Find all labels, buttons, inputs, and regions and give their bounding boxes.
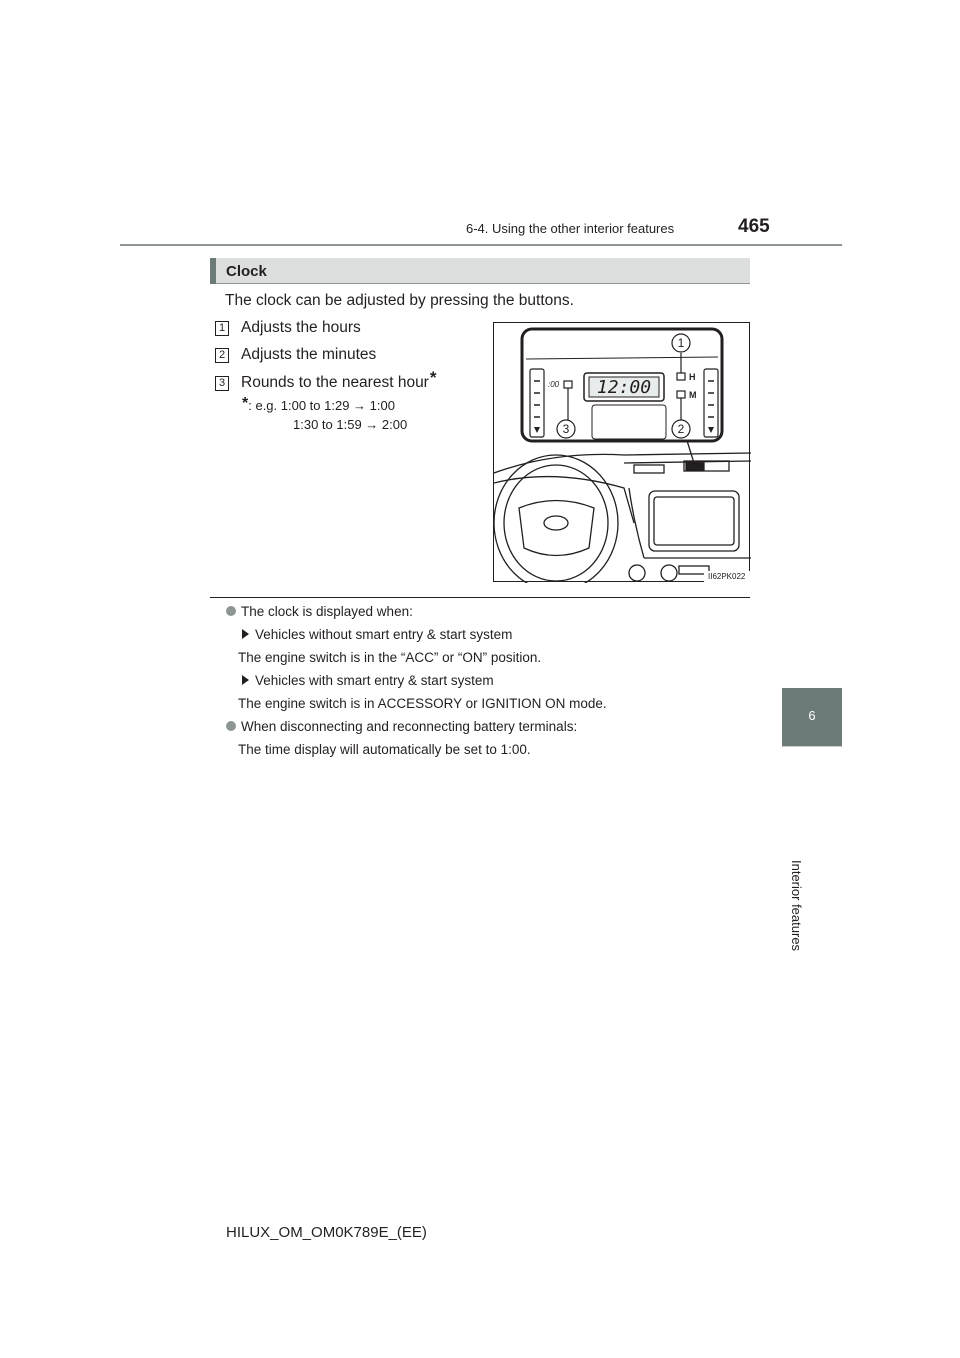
legend-item-minutes: 2 Adjusts the minutes [215, 346, 376, 364]
note-bullet: When disconnecting and reconnecting batt… [226, 719, 577, 734]
arrow-right-icon [242, 675, 249, 685]
round-button-label: :00 [548, 380, 560, 389]
callout-number-box: 2 [215, 347, 229, 363]
footnote-marker: * [429, 368, 437, 387]
bullet-icon [226, 721, 236, 731]
chapter-label: Interior features [789, 860, 804, 952]
clock-display-time: 12:00 [597, 377, 651, 398]
chapter-tab: 6 [782, 688, 842, 746]
note-text: The engine switch is in the “ACC” or “ON… [238, 650, 542, 665]
bullet-icon [226, 606, 236, 616]
page-number: 465 [738, 216, 770, 237]
legend-text: Rounds to the nearest hour [241, 374, 429, 391]
legend-text: Adjusts the minutes [241, 346, 377, 363]
callout-2: 2 [678, 422, 685, 436]
header-section-title: 6-4. Using the other interior features [466, 221, 675, 236]
arrow-right-icon [242, 629, 249, 639]
footnote-line-1: : e.g. 1:00 to 1:29 → 1:00 [248, 398, 395, 413]
sidebar-rule [782, 746, 842, 747]
callout-number-box: 1 [215, 320, 229, 336]
note-bullet: The clock is displayed when: [226, 604, 413, 619]
header-rule [120, 244, 842, 246]
section-heading-bar: Clock [210, 258, 750, 284]
note-arrow-item: Vehicles with smart entry & start system [242, 673, 494, 688]
note-text: The time display will automatically be s… [238, 742, 531, 757]
footnote-star: * [242, 395, 249, 412]
footnote-line-2: 1:30 to 1:59 → 2:00 [293, 417, 408, 432]
minute-button-label: M [689, 390, 697, 400]
hour-button-label: H [689, 372, 696, 382]
legend-item-hours: 1 Adjusts the hours [215, 319, 361, 337]
illustration-code: II62PK022 [708, 572, 746, 581]
section-intro: The clock can be adjusted by pressing th… [225, 292, 574, 309]
callout-1: 1 [678, 336, 685, 350]
callout-3: 3 [563, 422, 570, 436]
note-arrow-item: Vehicles without smart entry & start sys… [242, 627, 512, 642]
footnote: *: e.g. 1:00 to 1:29 → 1:00 1:30 to 1:59… [242, 395, 408, 434]
document-code: HILUX_OM_OM0K789E_(EE) [226, 1224, 427, 1241]
clock-illustration: 12:00 H M :00 1 2 3 II62PK022 [493, 322, 752, 592]
callout-number-box: 3 [215, 375, 229, 391]
dashboard-drawing: 12:00 H M :00 1 2 3 II62PK022 [493, 327, 752, 592]
chapter-number: 6 [808, 708, 816, 723]
section-title: Clock [226, 263, 267, 280]
notes-rule [210, 597, 750, 598]
legend-item-round: 3 Rounds to the nearest hour * [215, 368, 436, 393]
legend-text: Adjusts the hours [241, 319, 361, 336]
note-text: The engine switch is in ACCESSORY or IGN… [238, 696, 607, 711]
